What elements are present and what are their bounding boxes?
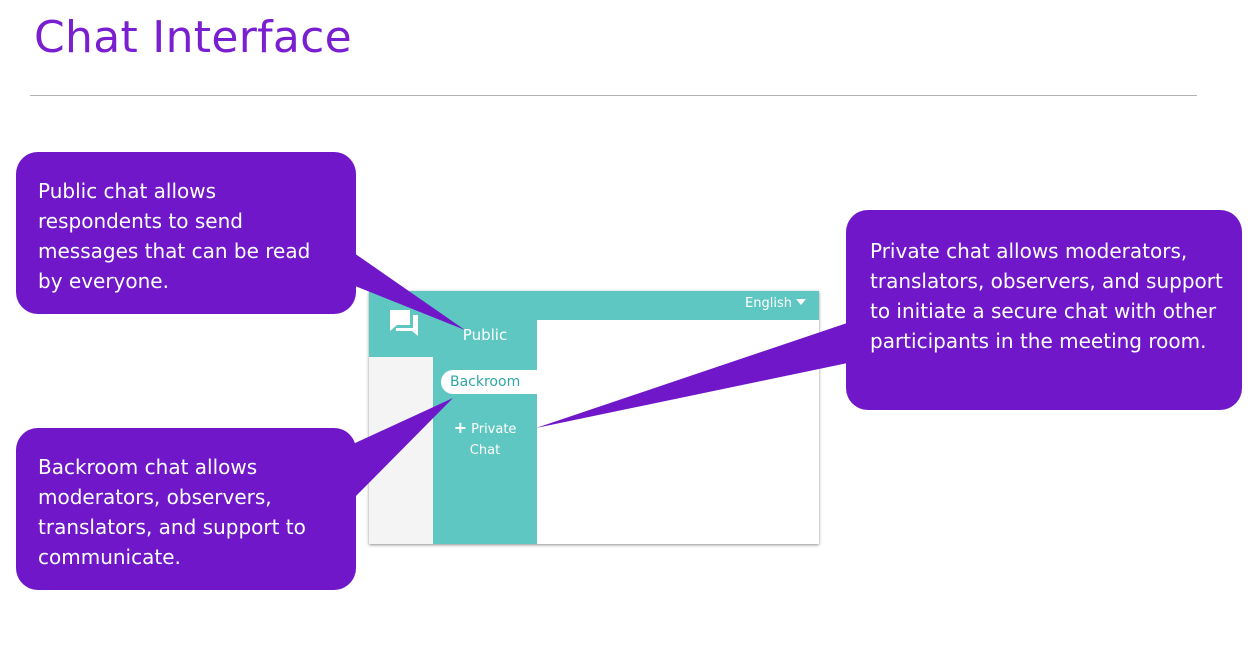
title-divider <box>30 95 1197 96</box>
private-chat-callout: Private chat allows moderators, translat… <box>846 210 1242 410</box>
caret-down-icon <box>796 299 806 305</box>
chat-top-bar: English <box>369 291 819 320</box>
chat-side-nav: Public Backroom + Private Chat <box>433 320 540 544</box>
backroom-chat-callout: Backroom chat allows moderators, observe… <box>16 428 356 590</box>
chat-icon-tab[interactable] <box>369 310 433 357</box>
plus-icon: + <box>453 418 467 437</box>
chat-widget: English Public Backroom + Private Chat <box>369 291 819 544</box>
public-chat-callout: Public chat allows respondents to send m… <box>16 152 356 314</box>
chat-bubbles-icon <box>390 310 418 336</box>
language-dropdown[interactable]: English <box>745 296 806 312</box>
left-rail <box>369 357 433 544</box>
private-chat-label-line2: Chat <box>469 443 501 458</box>
tab-backroom-chat[interactable]: Backroom <box>441 370 540 394</box>
slide-title: Chat Interface <box>34 12 353 63</box>
language-label: English <box>745 296 792 311</box>
private-chat-label: Private <box>471 422 517 437</box>
add-private-chat-button[interactable]: + Private Chat <box>433 417 537 461</box>
tab-public-chat[interactable]: Public <box>462 326 508 344</box>
private-chat-label-line1: + Private <box>433 417 537 440</box>
